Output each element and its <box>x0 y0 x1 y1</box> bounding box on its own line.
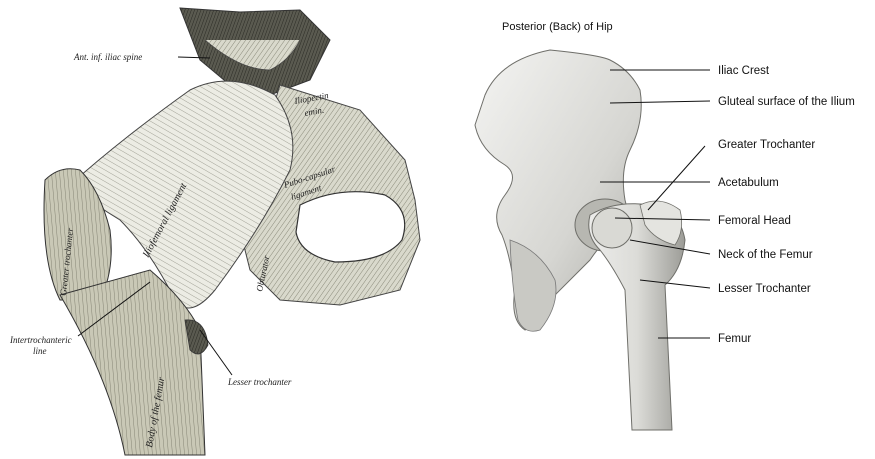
anterior-hip-drawing: Ant. inf. iliac spine Iliopectin emin. I… <box>0 0 440 459</box>
label-intertrochanteric-line: line <box>33 346 47 356</box>
label-intertrochanteric: Intertrochanteric <box>9 335 72 345</box>
label-gluteal-surface: Gluteal surface of the Ilium <box>718 96 855 108</box>
anterior-hip-illustration: Ant. inf. iliac spine Iliopectin emin. I… <box>0 0 440 459</box>
femoral-head-shape <box>592 208 632 248</box>
label-lesser-trochanter: Lesser Trochanter <box>718 283 811 295</box>
label-femur: Femur <box>718 333 751 345</box>
pelvis-bone <box>475 50 641 330</box>
posterior-title: Posterior (Back) of Hip <box>502 21 613 33</box>
label-neck-of-femur: Neck of the Femur <box>718 249 813 261</box>
obturator-foramen <box>296 192 405 262</box>
posterior-hip-illustration: Posterior (Back) of Hip Iliac Crest Glut… <box>440 0 875 459</box>
label-iliac-crest: Iliac Crest <box>718 65 770 77</box>
posterior-hip-drawing: Posterior (Back) of Hip Iliac Crest Glut… <box>440 0 875 459</box>
label-ant-inf-iliac-spine: Ant. inf. iliac spine <box>73 52 142 62</box>
label-lesser-trochanter: Lesser trochanter <box>227 377 292 387</box>
label-acetabulum: Acetabulum <box>718 177 779 189</box>
label-greater-trochanter: Greater Trochanter <box>718 139 815 151</box>
label-femoral-head: Femoral Head <box>718 215 791 227</box>
